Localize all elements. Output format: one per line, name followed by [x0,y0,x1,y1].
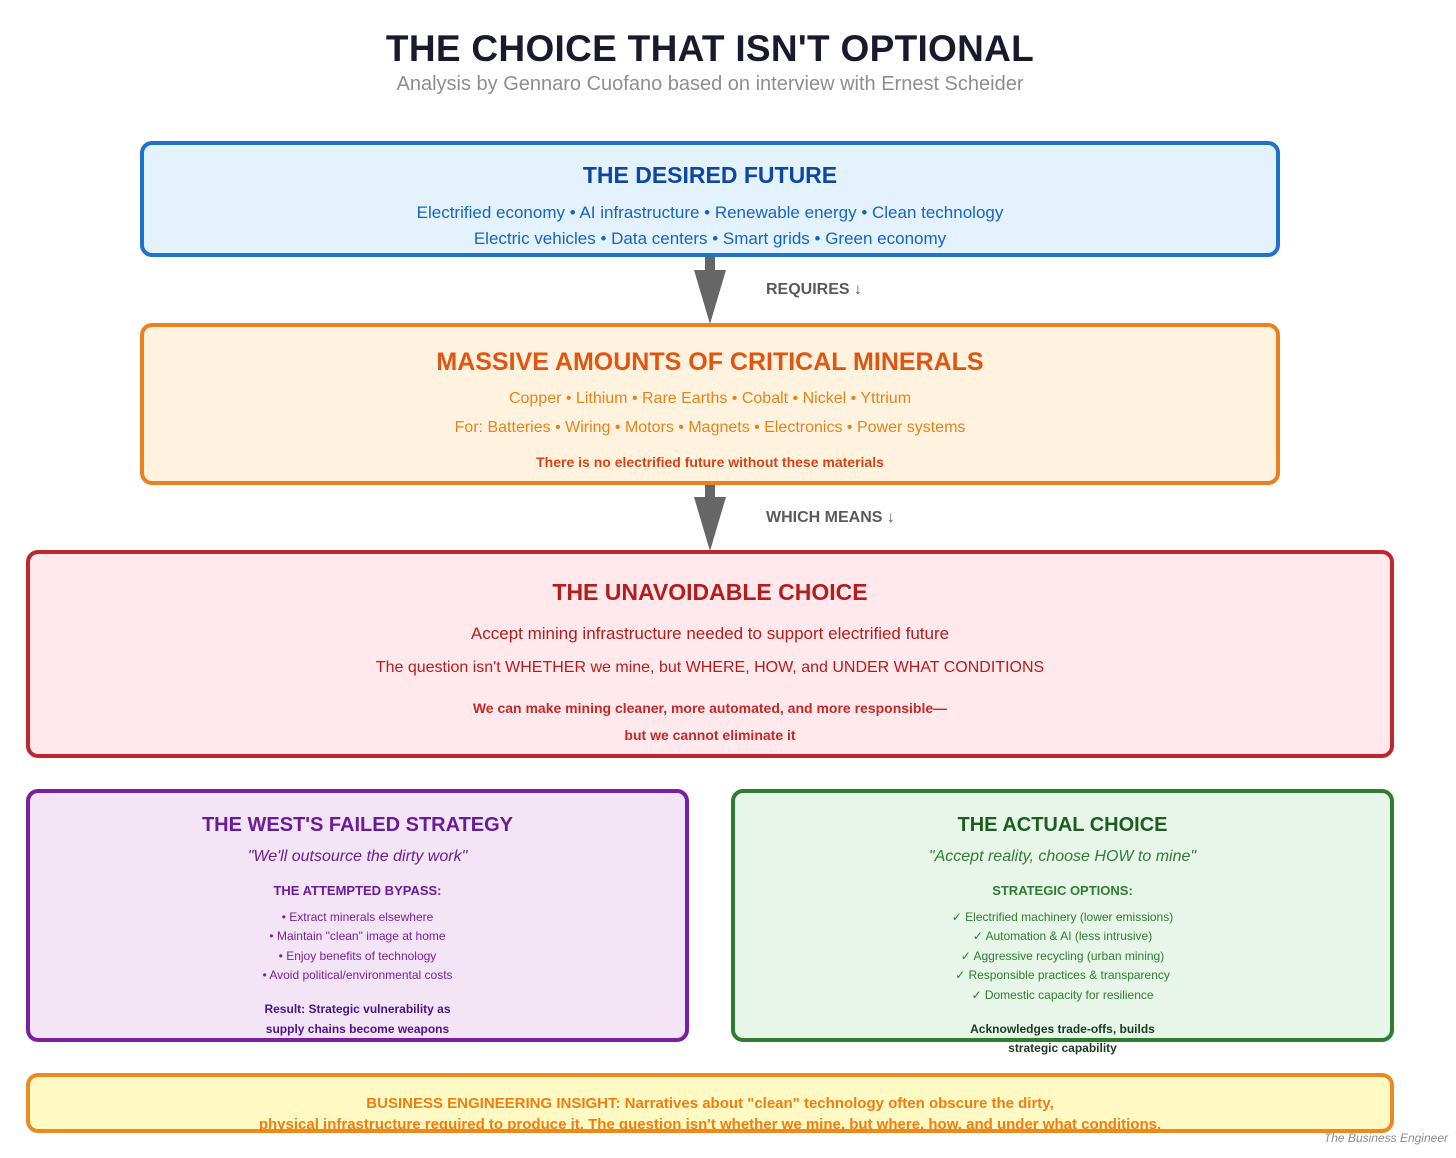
insight-line-1: BUSINESS ENGINEERING INSIGHT: Narratives… [366,1095,1054,1112]
west-strategy-result-2: supply chains become weapons [265,1022,450,1036]
insight-line-2: physical infrastructure required to prod… [258,1116,1162,1133]
actual-choice-item: ✓ Responsible practices & transparency [955,968,1170,982]
arrow-which-means [694,484,726,551]
critical-minerals-title: MASSIVE AMOUNTS OF CRITICAL MINERALS [436,348,984,376]
west-strategy-subhead: THE ATTEMPTED BYPASS: [273,883,442,898]
actual-choice-item: ✓ Electrified machinery (lower emissions… [951,910,1174,924]
arrow-label-requires: REQUIRES ↓ [766,281,863,298]
actual-choice-item: ✓ Automation & AI (less intrusive) [972,929,1153,943]
page-title: THE CHOICE THAT ISN'T OPTIONAL [385,28,1035,69]
actual-choice-item: ✓ Aggressive recycling (urban mining) [960,949,1165,963]
west-strategy-box: THE WEST'S FAILED STRATEGY "We'll outsou… [26,789,689,1042]
unavoidable-choice-note-1: We can make mining cleaner, more automat… [472,700,948,716]
unavoidable-choice-note-2: but we cannot eliminate it [624,727,796,743]
actual-choice-item: ✓ Domestic capacity for resilience [971,988,1154,1002]
arrow-requires [694,256,726,324]
desired-future-line-1: Electrified economy • AI infrastructure … [416,203,1004,222]
west-strategy-item: • Avoid political/environmental costs [262,968,453,982]
critical-minerals-list: Copper • Lithium • Rare Earths • Cobalt … [508,390,912,407]
footer-credit: The Business Engineer [1323,1131,1448,1145]
critical-minerals-uses: For: Batteries • Wiring • Motors • Magne… [454,419,966,436]
actual-choice-title: THE ACTUAL CHOICE [957,814,1168,836]
actual-choice-result-1: Acknowledges trade-offs, builds [970,1022,1155,1036]
actual-choice-quote: "Accept reality, choose HOW to mine" [928,848,1197,865]
west-strategy-quote: "We'll outsource the dirty work" [247,848,468,865]
insight-box: BUSINESS ENGINEERING INSIGHT: Narratives… [26,1073,1394,1133]
page-subtitle: Analysis by Gennaro Cuofano based on int… [396,73,1024,95]
actual-choice-box: THE ACTUAL CHOICE "Accept reality, choos… [731,789,1394,1055]
desired-future-box: THE DESIRED FUTURE Electrified economy •… [140,141,1280,257]
west-strategy-item: • Enjoy benefits of technology [278,949,437,963]
unavoidable-choice-box: THE UNAVOIDABLE CHOICE Accept mining inf… [26,550,1394,758]
actual-choice-subhead: STRATEGIC OPTIONS: [992,883,1133,898]
unavoidable-choice-line-2: The question isn't WHETHER we mine, but … [375,659,1045,676]
unavoidable-choice-line-1: Accept mining infrastructure needed to s… [470,624,950,643]
critical-minerals-note: There is no electrified future without t… [536,454,884,470]
arrow-label-which-means: WHICH MEANS ↓ [766,509,895,526]
west-strategy-title: THE WEST'S FAILED STRATEGY [201,814,514,836]
desired-future-line-2: Electric vehicles • Data centers • Smart… [473,229,947,248]
unavoidable-choice-title: THE UNAVOIDABLE CHOICE [552,579,868,605]
west-strategy-result-1: Result: Strategic vulnerability as [264,1002,451,1016]
west-strategy-item: • Maintain "clean" image at home [269,929,446,943]
actual-choice-result-2: strategic capability [1008,1041,1117,1055]
west-strategy-item: • Extract minerals elsewhere [281,910,434,924]
desired-future-title: THE DESIRED FUTURE [582,162,838,188]
critical-minerals-box: MASSIVE AMOUNTS OF CRITICAL MINERALS Cop… [140,323,1280,485]
